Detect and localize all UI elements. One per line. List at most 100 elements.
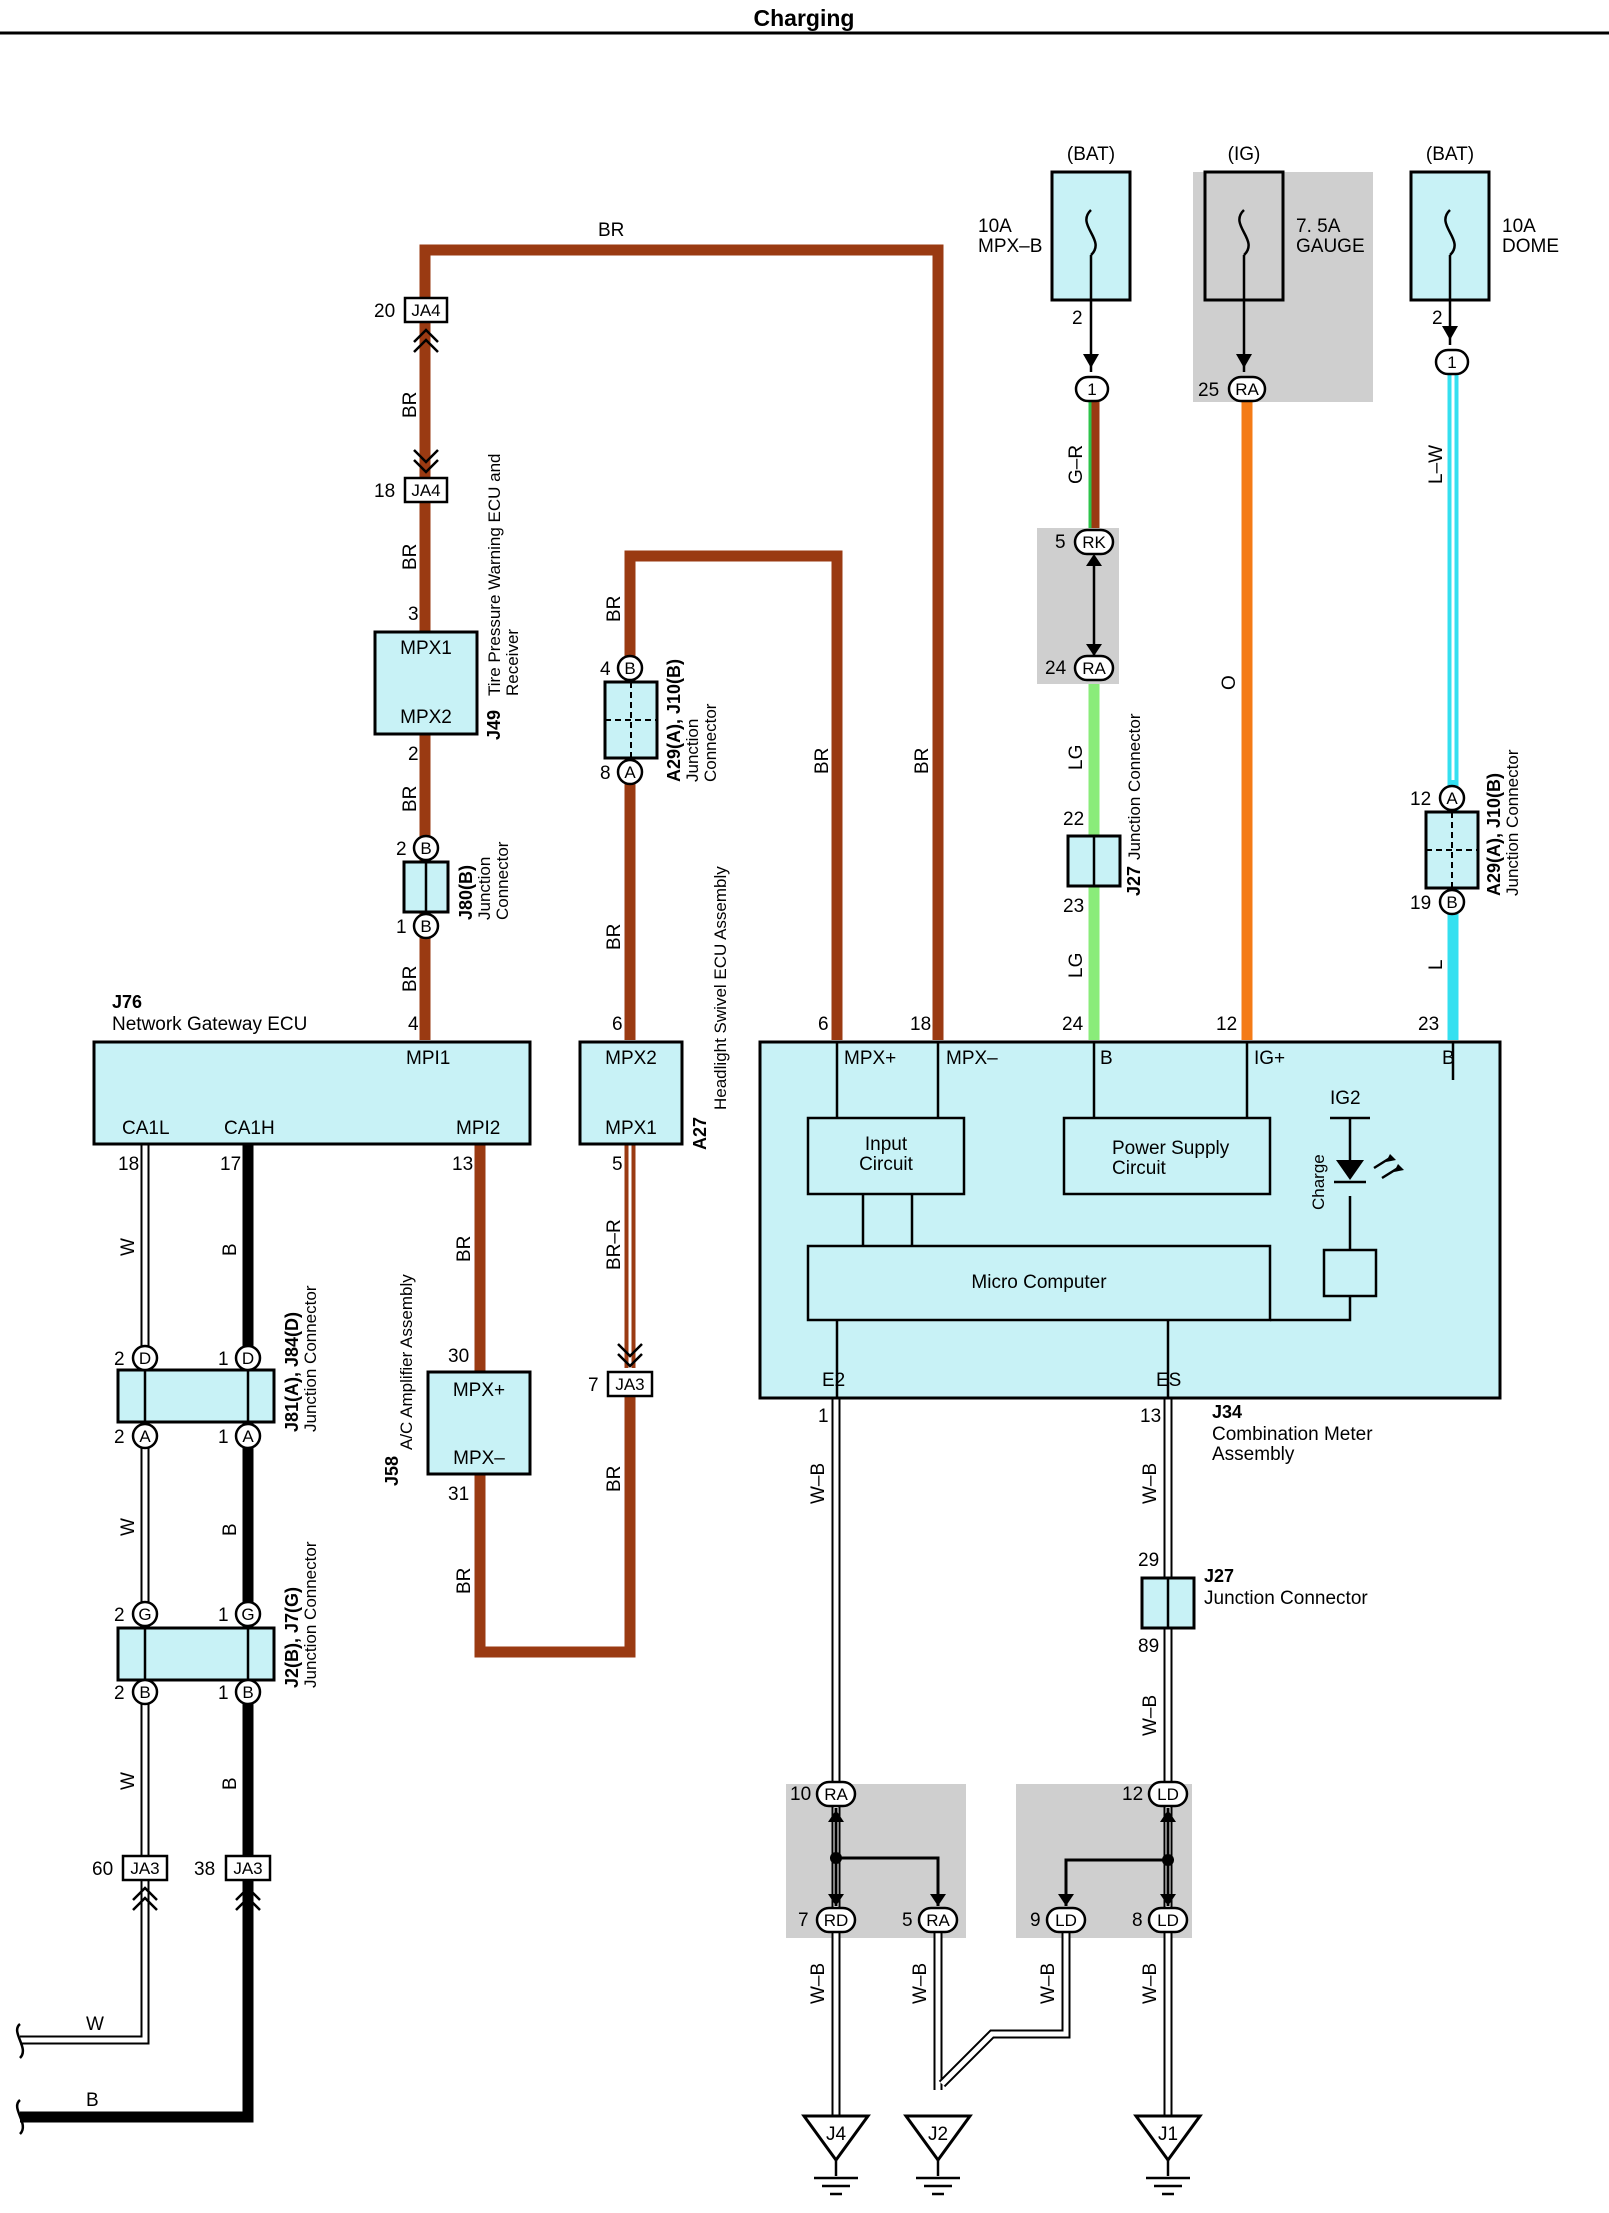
svg-text:10: 10 <box>790 1784 811 1805</box>
svg-text:2: 2 <box>396 839 407 860</box>
svg-text:12: 12 <box>1410 789 1431 810</box>
conn-ld-12: LD 12 <box>1122 1780 1189 1822</box>
svg-text:JA3: JA3 <box>233 1859 262 1878</box>
svg-text:MPI2: MPI2 <box>456 1118 500 1139</box>
conn-ja4-18: JA4 18 <box>374 449 449 504</box>
svg-text:25: 25 <box>1198 380 1219 401</box>
svg-text:RA: RA <box>926 1911 950 1930</box>
svg-text:BR: BR <box>400 544 421 570</box>
conn-ja3-38: JA3 38 <box>194 1854 272 1911</box>
svg-text:BR: BR <box>454 1236 475 1262</box>
fuse-dome: (BAT) 10A DOME 2 <box>1409 144 1559 345</box>
svg-text:1: 1 <box>218 1683 229 1704</box>
svg-text:20: 20 <box>374 301 395 322</box>
svg-text:MPX–B: MPX–B <box>978 236 1042 257</box>
comp-j81: D 2 D 1 A 2 A 1 J81(A), J84(D) Junction … <box>114 1285 320 1450</box>
ground-j2: J2 <box>903 2114 973 2196</box>
svg-text:BR: BR <box>604 924 625 950</box>
comp-j80: B 2 B 1 J80(B) Junction Connector <box>396 834 512 940</box>
svg-text:W–B: W–B <box>910 1963 931 2004</box>
svg-text:D: D <box>139 1349 151 1368</box>
comp-a27: MPX2 MPX1 6 5 A27 Headlight Swivel ECU A… <box>578 866 730 1175</box>
svg-text:MPX+: MPX+ <box>844 1048 896 1069</box>
comp-j27-bottom: 29 89 J27 Junction Connector <box>1138 1550 1368 1657</box>
svg-text:W–B: W–B <box>1140 1695 1161 1736</box>
svg-text:J27: J27 <box>1124 866 1144 896</box>
svg-text:A/C Amplifier Assembly: A/C Amplifier Assembly <box>397 1274 416 1450</box>
svg-text:Network Gateway ECU: Network Gateway ECU <box>112 1014 307 1035</box>
splice-dot-ld <box>1162 1854 1174 1866</box>
conn-ra-25: RA 25 <box>1198 375 1267 403</box>
ground-j4: J4 <box>801 2114 871 2196</box>
svg-text:Junction Connector: Junction Connector <box>301 1285 320 1432</box>
svg-text:JA4: JA4 <box>411 481 440 500</box>
wire-labels: BR BR BR BR BR BR BR BR BR BR BR BR BR–R… <box>86 220 1447 2111</box>
svg-text:18: 18 <box>118 1154 139 1175</box>
svg-text:B: B <box>139 1683 150 1702</box>
fuse-arrows <box>1083 326 1458 368</box>
svg-text:W: W <box>118 1238 139 1256</box>
fuse-gauge: (IG) 7. 5A GAUGE <box>1203 144 1365 372</box>
svg-text:5: 5 <box>1055 532 1066 553</box>
svg-text:2: 2 <box>1072 308 1083 329</box>
svg-text:1: 1 <box>1087 380 1096 399</box>
svg-text:W: W <box>118 1772 139 1790</box>
charge-lamp-led-icon <box>1336 1160 1364 1180</box>
svg-text:J2(B), J7(G): J2(B), J7(G) <box>282 1587 302 1688</box>
svg-text:A27: A27 <box>690 1117 710 1150</box>
conn-ja3-7: JA3 7 <box>588 1343 654 1398</box>
svg-text:BR: BR <box>912 748 933 774</box>
svg-text:B: B <box>420 839 431 858</box>
svg-text:18: 18 <box>374 481 395 502</box>
comp-j2: G 2 G 1 B 2 B 1 J2(B), J7(G) Junction Co… <box>114 1541 320 1706</box>
svg-text:Junction: Junction <box>683 719 702 782</box>
svg-text:MPX–: MPX– <box>453 1448 505 1469</box>
svg-text:Junction Connector: Junction Connector <box>1503 749 1522 896</box>
svg-text:30: 30 <box>448 1346 469 1367</box>
svg-text:RA: RA <box>1235 380 1259 399</box>
svg-text:B: B <box>220 1777 241 1790</box>
svg-text:A: A <box>624 763 636 782</box>
svg-text:5: 5 <box>902 1910 913 1931</box>
wire-w <box>20 1144 150 2045</box>
svg-text:JA4: JA4 <box>411 301 440 320</box>
wire-break-w-icon <box>15 2023 25 2059</box>
svg-text:10A: 10A <box>1502 216 1536 237</box>
svg-text:W–B: W–B <box>1140 1463 1161 1504</box>
svg-text:Tire Pressure Warning ECU and: Tire Pressure Warning ECU and <box>485 454 504 697</box>
svg-text:A29(A), J10(B): A29(A), J10(B) <box>1484 773 1504 896</box>
conn-ld-8: LD 8 <box>1132 1894 1189 1934</box>
svg-text:D: D <box>242 1349 254 1368</box>
svg-text:2: 2 <box>408 744 419 765</box>
conn-dome-1: 1 <box>1434 348 1470 376</box>
page-title: Charging <box>754 5 855 31</box>
svg-text:B: B <box>1446 893 1457 912</box>
svg-text:W–B: W–B <box>808 1963 829 2004</box>
svg-text:23: 23 <box>1418 1014 1439 1035</box>
svg-text:W–B: W–B <box>1140 1963 1161 2004</box>
svg-text:W: W <box>86 2014 104 2035</box>
conn-ra-10: RA 10 <box>790 1780 857 1822</box>
svg-text:B: B <box>220 1523 241 1536</box>
svg-text:1: 1 <box>818 1406 829 1427</box>
svg-text:J2: J2 <box>928 2124 948 2145</box>
svg-text:(BAT): (BAT) <box>1067 144 1115 165</box>
comp-a29-right: A 12 B 19 A29(A), J10(B) Junction Connec… <box>1410 749 1522 916</box>
svg-text:GAUGE: GAUGE <box>1296 236 1365 257</box>
svg-text:29: 29 <box>1138 1550 1159 1571</box>
conn-rd-7: RD 7 <box>798 1894 857 1934</box>
svg-text:24: 24 <box>1062 1014 1084 1035</box>
svg-text:BR–R: BR–R <box>604 1219 625 1270</box>
wire-wb-group <box>831 1396 1173 2130</box>
svg-text:12: 12 <box>1216 1014 1237 1035</box>
svg-text:1: 1 <box>218 1349 229 1370</box>
svg-text:MPX2: MPX2 <box>400 707 452 728</box>
svg-text:RA: RA <box>1082 659 1106 678</box>
svg-text:J49: J49 <box>484 710 504 740</box>
svg-text:LG: LG <box>1066 745 1087 770</box>
svg-text:G–R: G–R <box>1066 445 1087 484</box>
svg-text:IG2: IG2 <box>1330 1088 1361 1109</box>
svg-text:MPX1: MPX1 <box>605 1118 657 1139</box>
wire-br-a27 <box>624 550 843 1040</box>
